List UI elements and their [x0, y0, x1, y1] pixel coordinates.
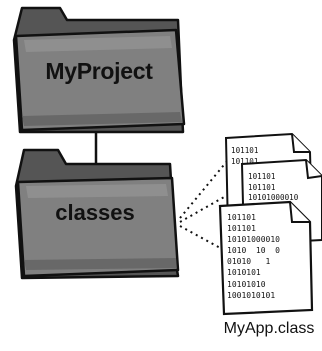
classes-folder-icon: [14, 148, 180, 280]
binary-line: 10101000010: [248, 193, 299, 203]
myproject-folder-label: MyProject: [45, 58, 153, 84]
binary-line: 101101: [231, 156, 259, 166]
binary-line: 101101: [227, 224, 256, 234]
binary-line: 10101000010: [227, 235, 280, 245]
binary-line: 101101: [248, 172, 276, 181]
binary-line: 01010 1: [227, 257, 271, 267]
binary-line: 1010101: [227, 268, 261, 278]
class-file-front: [218, 200, 314, 316]
myproject-folder-icon: [12, 6, 186, 134]
class-file-caption: MyApp.class: [223, 320, 315, 337]
binary-line: 1001010101: [227, 290, 276, 300]
dotted-link-lines: [179, 159, 241, 251]
binary-line: 1010 10 0: [227, 246, 280, 256]
binary-line: 101101: [248, 182, 276, 192]
classes-folder-label: classes: [55, 200, 135, 225]
binary-line: 101101: [231, 146, 259, 155]
binary-line: 10101010: [227, 279, 266, 289]
binary-line: 101101: [227, 213, 256, 222]
